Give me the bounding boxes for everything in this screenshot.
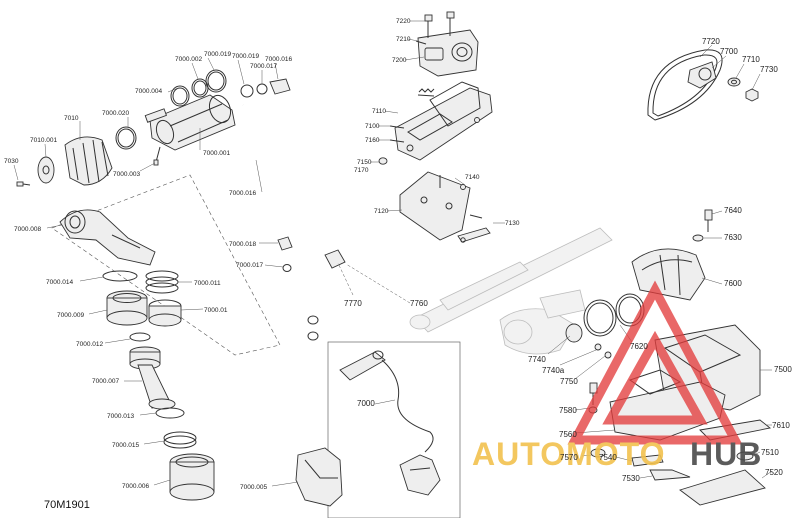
label-7000-018: 7000.018 xyxy=(229,241,256,248)
label-7000-007: 7000.007 xyxy=(92,378,119,385)
leader-lines xyxy=(13,20,773,487)
label-7000-002: 7000.002 xyxy=(175,56,202,63)
label-7700: 7700 xyxy=(720,47,738,56)
label-7000-012: 7000.012 xyxy=(76,341,103,348)
label-7570: 7570 xyxy=(560,453,578,462)
label-7000-008: 7000.008 xyxy=(14,226,41,233)
label-7000-01: 7000.01 xyxy=(204,307,228,314)
label-7000-009: 7000.009 xyxy=(57,312,84,319)
label-7000-013: 7000.013 xyxy=(107,413,134,420)
label-7150: 7150 xyxy=(357,159,372,166)
label-7530: 7530 xyxy=(622,474,640,483)
label-7000-001: 7000.001 xyxy=(203,150,230,157)
label-7000-014: 7000.014 xyxy=(46,279,73,286)
label-7730: 7730 xyxy=(760,65,778,74)
label-7640: 7640 xyxy=(724,206,742,215)
label-7120: 7120 xyxy=(374,208,389,215)
label-7000-016-a: 7000.016 xyxy=(265,56,292,63)
watermark-text-auto: AUTOMOTO xyxy=(472,436,665,472)
label-7760: 7760 xyxy=(410,299,428,308)
stacked-seal-assembly xyxy=(59,209,215,501)
label-7500: 7500 xyxy=(774,365,792,374)
sensor-harness-assembly xyxy=(295,341,461,518)
label-7740: 7740 xyxy=(528,355,546,364)
label-7520: 7520 xyxy=(765,468,783,477)
label-7030: 7030 xyxy=(4,158,19,165)
label-7740a: 7740a xyxy=(542,366,565,375)
label-7210: 7210 xyxy=(396,36,411,43)
coolant-hose xyxy=(241,104,362,341)
watermark-triangle-logo xyxy=(567,280,743,445)
label-7510: 7510 xyxy=(761,448,779,457)
label-7010-001: 7010.001 xyxy=(30,137,57,144)
label-7200: 7200 xyxy=(392,57,407,64)
label-7000-004: 7000.004 xyxy=(135,88,162,95)
label-7770: 7770 xyxy=(344,299,362,308)
label-7000-019-a: 7000.019 xyxy=(204,51,231,58)
label-7000-020: 7000.020 xyxy=(102,110,129,117)
label-7000-015: 7000.015 xyxy=(112,442,139,449)
label-7160: 7160 xyxy=(365,137,380,144)
label-7100: 7100 xyxy=(365,123,380,130)
background-drive-shaft xyxy=(409,227,613,355)
label-7580: 7580 xyxy=(559,406,577,415)
label-7630: 7630 xyxy=(724,233,742,242)
label-7600: 7600 xyxy=(724,279,742,288)
label-7560: 7560 xyxy=(559,430,577,439)
automotohub-watermark: AUTOMOTO HUB xyxy=(472,280,762,472)
label-7710: 7710 xyxy=(742,55,760,64)
label-7110: 7110 xyxy=(372,108,386,115)
belt-tensioner-assembly xyxy=(647,49,759,121)
watermark-text-hub: HUB xyxy=(690,436,762,472)
label-7720: 7720 xyxy=(702,37,720,46)
label-7750: 7750 xyxy=(560,377,578,386)
label-7000-011: 7000.011 xyxy=(194,280,221,287)
oil-cooler-housing-assembly xyxy=(16,69,291,187)
part-labels: 7220 7210 7200 7110 7100 7160 7150 7170 … xyxy=(4,18,792,491)
label-7010: 7010 xyxy=(64,115,79,122)
label-7000: 7000 xyxy=(357,399,375,408)
label-7130: 7130 xyxy=(505,220,520,227)
label-7610: 7610 xyxy=(772,421,790,430)
label-7000-017-a: 7000.017 xyxy=(250,63,277,70)
diagram-code: 70M1901 xyxy=(44,499,90,511)
assembly-boundary xyxy=(51,174,281,356)
label-7540: 7540 xyxy=(599,453,617,462)
label-7220: 7220 xyxy=(396,18,411,25)
label-7140: 7140 xyxy=(465,174,480,181)
label-7000-006: 7000.006 xyxy=(122,483,149,490)
label-7000-003: 7000.003 xyxy=(113,171,140,178)
label-7000-005: 7000.005 xyxy=(240,484,267,491)
label-7000-017-b: 7000.017 xyxy=(236,262,263,269)
label-7170: 7170 xyxy=(354,167,369,174)
label-7000-019-b: 7000.019 xyxy=(232,53,259,60)
label-7000-016-b: 7000.016 xyxy=(229,190,256,197)
shifter-assembly xyxy=(378,11,493,243)
label-7620: 7620 xyxy=(630,342,648,351)
